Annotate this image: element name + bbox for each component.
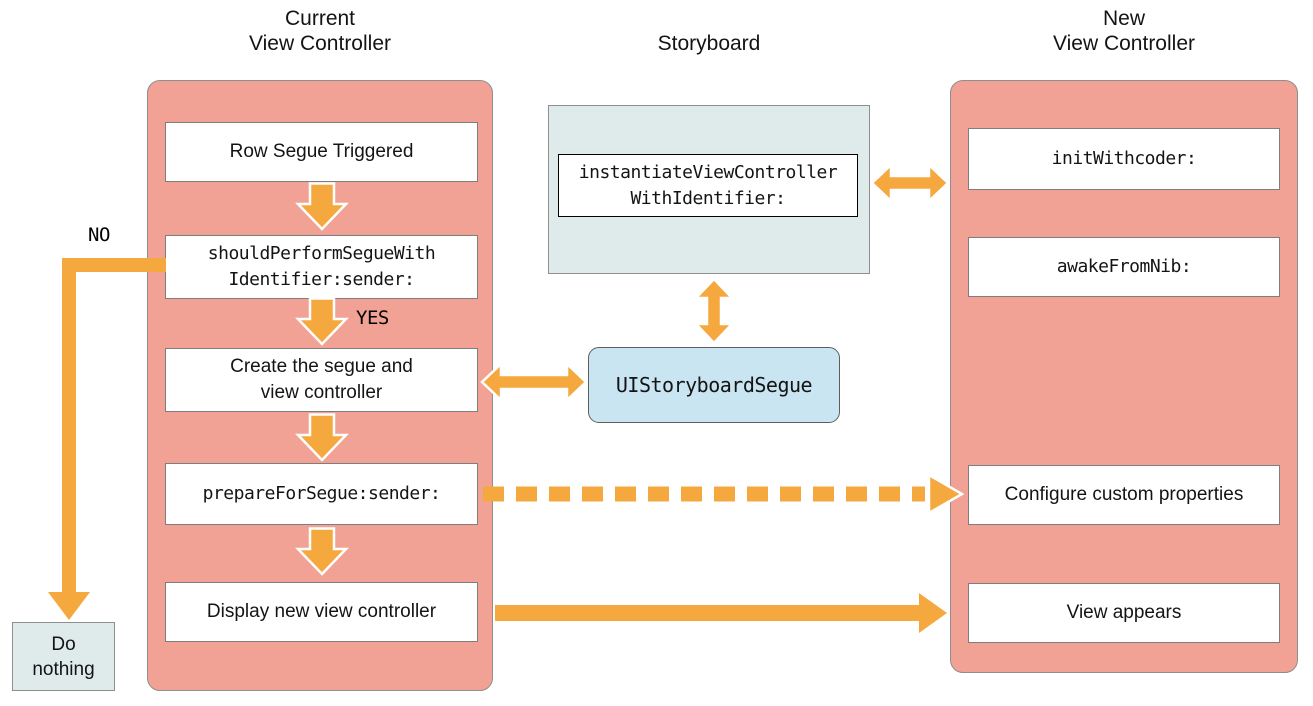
do-nothing-box: Do nothing — [12, 622, 115, 691]
step-display-new-view-controller: Display new view controller — [165, 582, 478, 642]
down-arrow-icon — [295, 527, 349, 576]
new-view-controller-title: New View Controller — [1052, 7, 1195, 55]
down-arrow-icon — [295, 413, 349, 462]
no-label: NO — [88, 224, 110, 246]
step-create-segue: Create the segue and view controller — [165, 348, 478, 412]
double-arrow-current-segue-icon — [480, 361, 588, 403]
step-init-with-coder: initWithcoder: — [968, 128, 1280, 190]
solid-arrow-display-appears-icon — [495, 593, 947, 633]
step-configure-custom-properties: Configure custom properties — [968, 465, 1280, 525]
step-row-segue-triggered: Row Segue Triggered — [165, 122, 478, 182]
no-arrow-head-icon — [48, 592, 90, 620]
current-view-controller-title: Current View Controller — [248, 7, 391, 55]
yes-label: YES — [356, 307, 389, 329]
double-arrow-storyboard-segue-icon — [693, 277, 735, 345]
no-arrow-horizontal-segment — [62, 258, 166, 272]
double-arrow-storyboard-new-icon — [870, 162, 950, 204]
no-arrow-vertical-segment — [62, 258, 76, 593]
down-arrow-icon — [295, 182, 349, 231]
storyboard-title: Storyboard — [657, 32, 761, 55]
uistoryboardsegue-box: UIStoryboardSegue — [588, 347, 840, 423]
instantiate-view-controller-box: instantiateViewController WithIdentifier… — [558, 154, 858, 217]
step-awake-from-nib: awakeFromNib: — [968, 237, 1280, 297]
step-view-appears: View appears — [968, 583, 1280, 643]
dashed-arrow-prepare-configure-icon — [483, 474, 964, 514]
down-arrow-yes-icon — [295, 297, 349, 346]
step-prepare-for-segue: prepareForSegue:sender: — [165, 463, 478, 525]
step-should-perform-segue: shouldPerformSegueWith Identifier:sender… — [165, 235, 478, 299]
